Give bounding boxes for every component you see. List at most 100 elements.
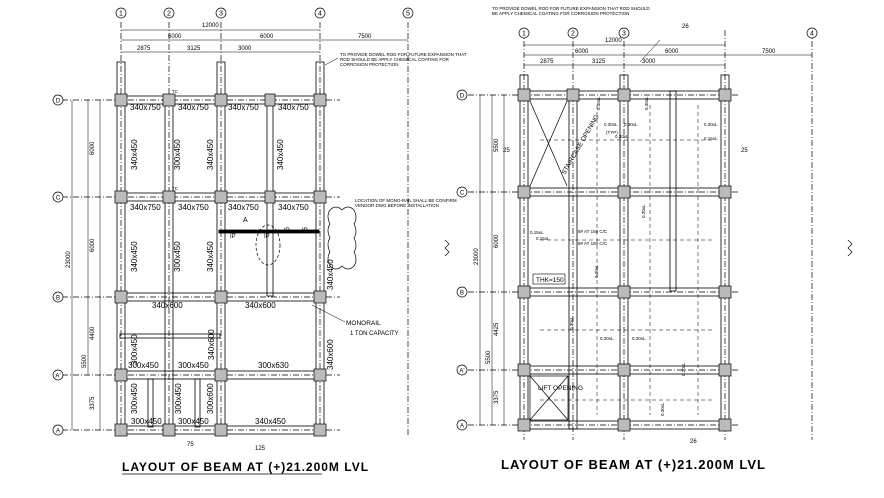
note-dowel-text: TO PROVIDE DOWEL ROD FOR FUTURE EXPANSIO… bbox=[340, 52, 467, 67]
dim-text: 125 bbox=[255, 446, 266, 452]
beam-label: 300x450 bbox=[173, 139, 182, 170]
beam-label: 300x450 bbox=[130, 383, 139, 414]
beam-label: 340x750 bbox=[228, 203, 259, 212]
grid-bubble bbox=[618, 27, 630, 39]
section-mark: 26 bbox=[682, 24, 689, 30]
dim-text: 6000 bbox=[494, 234, 500, 248]
rebar-label: 0.30xL bbox=[624, 122, 638, 127]
break-mark bbox=[444, 239, 450, 257]
thickness-label: THK=150 bbox=[536, 277, 564, 284]
dim-text: 23000 bbox=[474, 248, 480, 265]
dim-text: 2875 bbox=[540, 59, 554, 65]
grid-bubble-label: 2 bbox=[167, 11, 171, 18]
break-mark bbox=[847, 239, 853, 257]
dim-text: 6000 bbox=[90, 238, 96, 252]
beam-label: 340x450 bbox=[130, 139, 139, 170]
dim-text: 6000 bbox=[90, 141, 96, 155]
beam-label: 340x750 bbox=[130, 103, 161, 112]
beam-label: 300x450 bbox=[130, 334, 139, 365]
left-notes: TO PROVIDE DOWEL ROD FOR FUTURE EXPANSIO… bbox=[172, 52, 467, 337]
mark-ip: IP bbox=[284, 228, 290, 234]
slab-note: 8# AT 150 C/C bbox=[578, 241, 608, 246]
grid-bubble bbox=[52, 291, 64, 303]
dim-text: 5500 bbox=[486, 350, 492, 364]
dim-text: 7500 bbox=[762, 49, 776, 55]
rebar-label: 0.30xL bbox=[615, 134, 629, 139]
left-plan-title: LAYOUT OF BEAM AT (+)21.200M LVL bbox=[122, 460, 369, 474]
beam-label: 300x450 bbox=[174, 383, 183, 414]
leader-monorail bbox=[311, 304, 346, 323]
rebar-label: 0.15xL bbox=[530, 230, 544, 235]
slab-note: 8# AT 150 C/C bbox=[578, 229, 608, 234]
grid-bubble bbox=[806, 27, 818, 39]
rebar-label: 0.30xL bbox=[681, 362, 686, 376]
columns bbox=[114, 93, 327, 437]
beam-label: 300x600 bbox=[206, 383, 215, 414]
dim-text: 5500 bbox=[82, 354, 88, 368]
left-dimension-text: 12000 6000 6000 7500 2875 3125 3000 6000… bbox=[66, 23, 372, 452]
dim-text: 4400 bbox=[90, 326, 96, 340]
grid-bubble bbox=[456, 286, 468, 298]
dim-text: 6000 bbox=[665, 49, 679, 55]
leader-dowel bbox=[324, 57, 339, 66]
grid-bubble bbox=[456, 89, 468, 101]
left-plan bbox=[62, 22, 409, 437]
grid-bubble-label: 3 bbox=[219, 11, 223, 18]
grid-bubble-label: 1 bbox=[119, 11, 123, 18]
grid-bubble bbox=[518, 27, 530, 39]
dim-text: 5500 bbox=[494, 138, 500, 152]
grid-bubble-label: 3 bbox=[622, 31, 626, 38]
right-labels: TO PROVIDE DOWEL ROD FOR FUTURE EXPANSIO… bbox=[492, 6, 718, 416]
right-plan-title: LAYOUT OF BEAM AT (+)21.200M LVL bbox=[501, 457, 766, 472]
beam-label: 340x450 bbox=[130, 241, 139, 272]
hoist-zone bbox=[255, 224, 281, 266]
grid-bubble bbox=[456, 419, 468, 431]
dim-text: 3375 bbox=[494, 390, 500, 404]
dim-text: 7500 bbox=[358, 34, 372, 40]
grid-bubble-label: C bbox=[460, 191, 465, 197]
right-plan bbox=[468, 30, 813, 440]
grid-bubble-label: 4 bbox=[318, 11, 322, 18]
dim-text: 6000 bbox=[168, 34, 182, 40]
mark-tc: TC bbox=[172, 186, 179, 191]
top-dimensions bbox=[121, 29, 408, 53]
grid-bubble bbox=[314, 7, 326, 19]
grid-bubble-label: B bbox=[56, 296, 60, 302]
grid-bubble-label: 2 bbox=[571, 31, 575, 38]
section-mark: 25 bbox=[503, 148, 510, 154]
revision-cloud bbox=[327, 206, 357, 270]
section-markers: 26 25 25 26 bbox=[503, 24, 748, 445]
rebar-label: 0.30xL bbox=[632, 336, 646, 341]
dim-text: 3125 bbox=[187, 46, 201, 52]
note-monorail: MONORAIL bbox=[346, 320, 381, 327]
note-dowel-right: TO PROVIDE DOWEL ROD FOR FUTURE EXPANSIO… bbox=[492, 6, 650, 16]
beam-label: 340x750 bbox=[278, 203, 309, 212]
grid-bubble-label: D bbox=[56, 99, 61, 105]
mark-ip: IP bbox=[302, 228, 308, 234]
grid-bubble-label: A' bbox=[459, 369, 464, 375]
grid-bubble-label: 1 bbox=[522, 31, 526, 38]
note-dowel-right-text: TO PROVIDE DOWEL ROD FOR FUTURE EXPANSIO… bbox=[492, 6, 650, 16]
right-dimension-text: 12000 6000 6000 7500 2875 3125 3000 5500… bbox=[474, 38, 776, 404]
beam-label: 340x600 bbox=[207, 329, 216, 360]
grid-bubble bbox=[402, 7, 414, 19]
beam-label: 340x450 bbox=[206, 139, 215, 170]
left-dimensions bbox=[71, 100, 101, 430]
grid-bubble bbox=[52, 424, 64, 436]
dim-text: 6000 bbox=[575, 49, 589, 55]
rebar-label: 0.30xL bbox=[594, 264, 599, 278]
rebar-label: 0.30xL bbox=[641, 204, 646, 218]
rebar-label: 0.15xL bbox=[704, 136, 718, 141]
dim-text: 3125 bbox=[592, 59, 606, 65]
beam-label: 300x630 bbox=[258, 361, 289, 370]
beam-label: 300x450 bbox=[178, 361, 209, 370]
beam-label: 340x450 bbox=[206, 241, 215, 272]
grid-bubble bbox=[163, 7, 175, 19]
note-dowel: TO PROVIDE DOWEL ROD FOR FUTURE EXPANSIO… bbox=[340, 52, 467, 67]
left-beam-labels: 340x750 340x750 340x750 340x750 340x450 … bbox=[128, 103, 335, 426]
dim-text: 3375 bbox=[90, 396, 96, 410]
rebar-label: 0.30xL bbox=[660, 402, 665, 416]
